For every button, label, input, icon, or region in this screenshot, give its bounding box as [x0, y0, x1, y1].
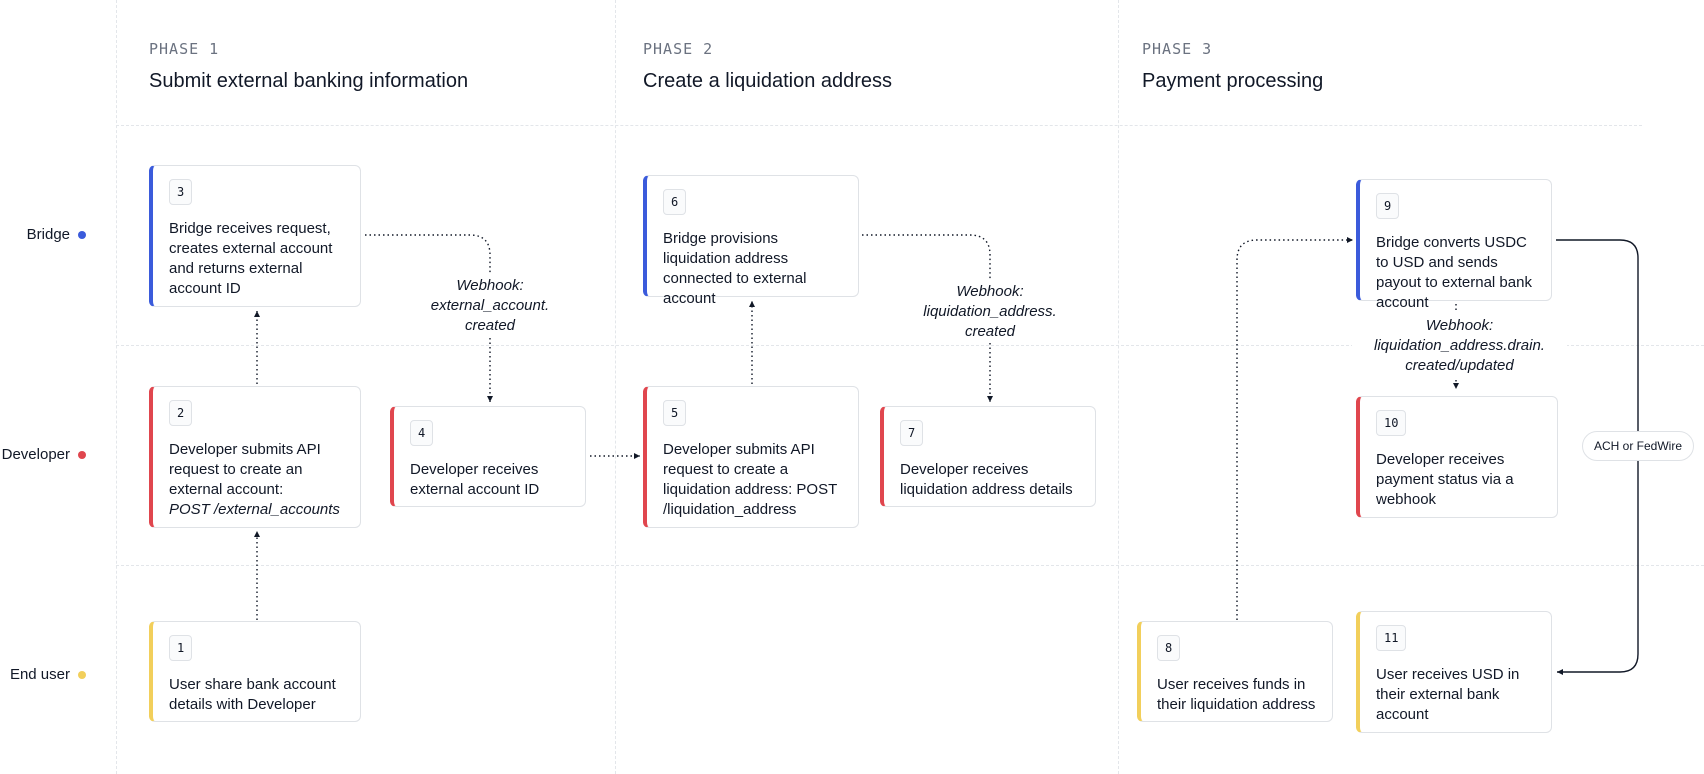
step-card-2: 2 Developer submits API request to creat…: [149, 386, 361, 528]
step-number-badge: 8: [1157, 635, 1181, 661]
step-number-badge: 11: [1376, 625, 1407, 651]
lane-bridge: Bridge: [27, 226, 86, 243]
step-number-badge: 1: [169, 635, 193, 661]
lane-end-user-label: End user: [9, 666, 70, 683]
phase-1-label: PHASE 1: [149, 40, 220, 58]
step-card-5: 5 Developer submits API request to creat…: [643, 386, 859, 528]
lane-end-user: End user: [10, 666, 86, 683]
step-card-10: 10 Developer receives payment status via…: [1356, 396, 1558, 518]
step-text: User receives funds in their liquidation…: [1157, 676, 1316, 713]
webhook-line: Webhook:: [956, 283, 1024, 300]
row-divider: [116, 125, 1642, 126]
lane-bridge-label: Bridge: [26, 226, 70, 243]
step-card-6: 6 Bridge provisions liquidation address …: [643, 175, 859, 307]
end-user-dot-icon: [78, 670, 86, 679]
step-text: User share bank account details with Dev…: [169, 676, 336, 713]
step-card-8: 8 User receives funds in their liquidati…: [1137, 621, 1333, 722]
lane-developer-label: Developer: [1, 446, 70, 463]
webhook-line: created/updated: [1405, 357, 1514, 374]
webhook-line: external_account.: [430, 297, 550, 314]
step-number-badge: 5: [663, 400, 687, 426]
bridge-dot-icon: [78, 230, 86, 239]
step-text: Bridge receives request, creates externa…: [169, 220, 333, 297]
step-number-badge: 9: [1376, 193, 1400, 219]
row-divider: [116, 565, 1704, 566]
step-text: Developer receives payment status via a …: [1376, 451, 1514, 508]
step-text: Developer receives external account ID: [410, 461, 540, 498]
row-divider: [116, 345, 1704, 346]
phase-2-label: PHASE 2: [643, 40, 714, 58]
step-text: Bridge converts USDC to USD and sends pa…: [1376, 234, 1532, 311]
step-number-badge: 4: [410, 420, 434, 446]
webhook-line: created: [464, 317, 516, 334]
phase-3-label: PHASE 3: [1142, 40, 1213, 58]
step-code: POST /external_accounts: [169, 501, 340, 518]
step-card-11: 11 User receives USD in their external b…: [1356, 611, 1552, 733]
step-number-badge: 7: [900, 420, 924, 446]
step-text: Developer submits API request to create …: [169, 441, 321, 498]
step-card-1: 1 User share bank account details with D…: [149, 621, 361, 722]
column-divider: [1118, 0, 1119, 774]
phase-3-title: Payment processing: [1142, 70, 1324, 92]
lane-developer: Developer: [2, 446, 86, 463]
step-number-badge: 2: [169, 400, 193, 426]
step-number-badge: 10: [1376, 410, 1407, 436]
arrow-3-to-4: [365, 234, 491, 275]
step-card-3: 3 Bridge receives request, creates exter…: [149, 165, 361, 307]
webhook-line: Webhook:: [1425, 317, 1494, 334]
step-card-9: 9 Bridge converts USDC to USD and sends …: [1356, 179, 1552, 311]
webhook-line: liquidation_address.drain.: [1374, 337, 1545, 354]
phase-1-title: Submit external banking information: [149, 70, 469, 92]
step-number-badge: 6: [663, 189, 687, 215]
webhook-label-external-account: Webhook: external_account. created: [415, 276, 565, 336]
column-divider: [615, 0, 616, 774]
step-card-7: 7 Developer receives liquidation address…: [880, 406, 1096, 507]
phase-2-title: Create a liquidation address: [643, 70, 893, 92]
step-card-4: 4 Developer receives external account ID: [390, 406, 586, 507]
column-divider: [116, 0, 117, 774]
webhook-line: created: [964, 323, 1016, 340]
step-text: Developer submits API request to create …: [663, 441, 837, 518]
arrow-6-to-7: [862, 234, 991, 280]
webhook-line: liquidation_address.: [923, 303, 1057, 320]
step-text: Bridge provisions liquidation address co…: [663, 230, 807, 307]
developer-dot-icon: [78, 450, 86, 459]
webhook-label-liquidation-address: Webhook: liquidation_address. created: [905, 282, 1075, 342]
arrow-8-to-9: [1236, 237, 1353, 620]
webhook-line: Webhook:: [456, 277, 524, 294]
step-text: User receives USD in their external bank…: [1376, 666, 1520, 723]
webhook-label-drain: Webhook: liquidation_address.drain. crea…: [1352, 316, 1567, 376]
step-text: Developer receives liquidation address d…: [900, 461, 1073, 498]
ach-fedwire-pill: ACH or FedWire: [1582, 431, 1695, 461]
step-number-badge: 3: [169, 179, 193, 205]
